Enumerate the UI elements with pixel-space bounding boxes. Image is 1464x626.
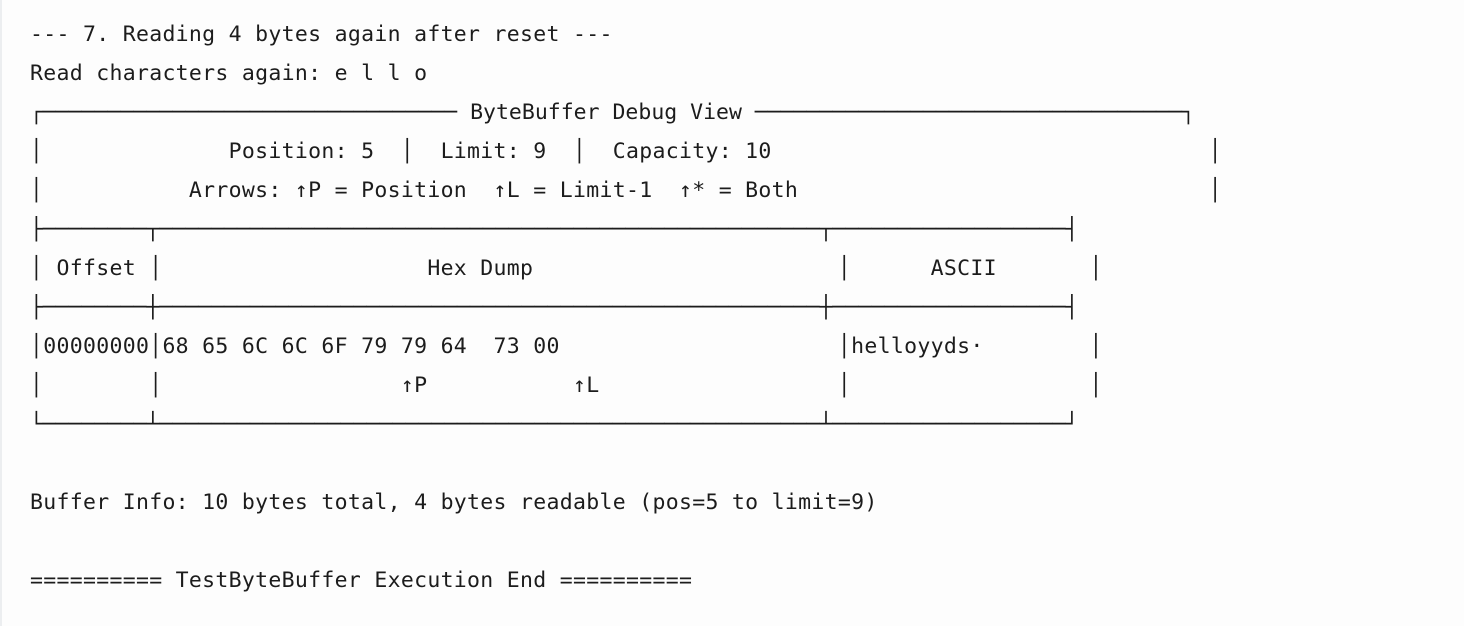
table-bottom-border-line: └────────┴──────────────────────────────… <box>30 412 1079 437</box>
table-row: │00000000│68 65 6C 6C 6F 79 79 64 73 00 … <box>30 334 1103 359</box>
read-characters-line: Read characters again: e l l o <box>30 61 428 86</box>
debug-view-top-border-line: ┌──────────────────────────────── ByteBu… <box>30 100 1195 125</box>
table-header-row: │ Offset │ Hex Dump │ ASCII │ <box>30 256 1103 281</box>
arrow-legend-line: │ Arrows: ↑P = Position ↑L = Limit-1 ↑* … <box>30 178 1222 203</box>
buffer-info-line: Buffer Info: 10 bytes total, 4 bytes rea… <box>30 490 878 515</box>
table-marker-row: │ │ ↑P ↑L │ │ <box>30 373 1103 398</box>
table-header-top-rule-line: ├────────┬──────────────────────────────… <box>30 217 1079 242</box>
section-header-line: --- 7. Reading 4 bytes again after reset… <box>30 22 613 47</box>
buffer-stats-line: │ Position: 5 │ Limit: 9 │ Capacity: 10 … <box>30 139 1222 164</box>
table-header-bottom-rule-line: ├────────┼──────────────────────────────… <box>30 295 1079 320</box>
execution-end-line: ========== TestByteBuffer Execution End … <box>30 568 693 593</box>
